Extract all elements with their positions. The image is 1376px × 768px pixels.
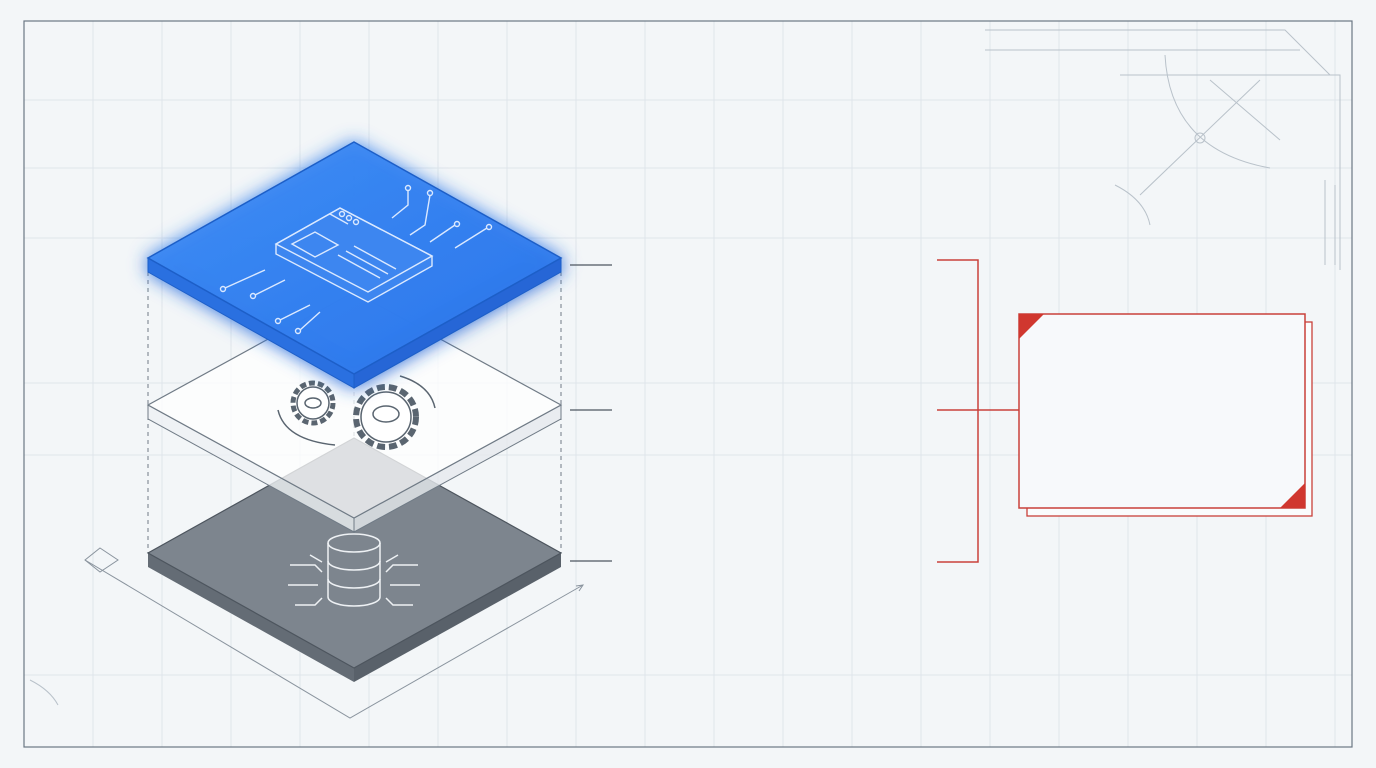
browser-window-circuit-icon xyxy=(219,184,493,335)
grouping-bracket xyxy=(937,259,1019,563)
layer-leader-lines xyxy=(570,264,612,562)
layer-connector-lines xyxy=(147,160,562,668)
gears-icon xyxy=(277,375,436,450)
bottom-layer-data xyxy=(146,437,563,682)
database-icon xyxy=(288,533,420,607)
isometric-axes xyxy=(84,547,585,719)
frame-border xyxy=(23,20,1353,748)
blueprint-decoration xyxy=(29,29,1341,706)
middle-layer-logic xyxy=(146,291,563,533)
callout-card xyxy=(1018,313,1313,517)
